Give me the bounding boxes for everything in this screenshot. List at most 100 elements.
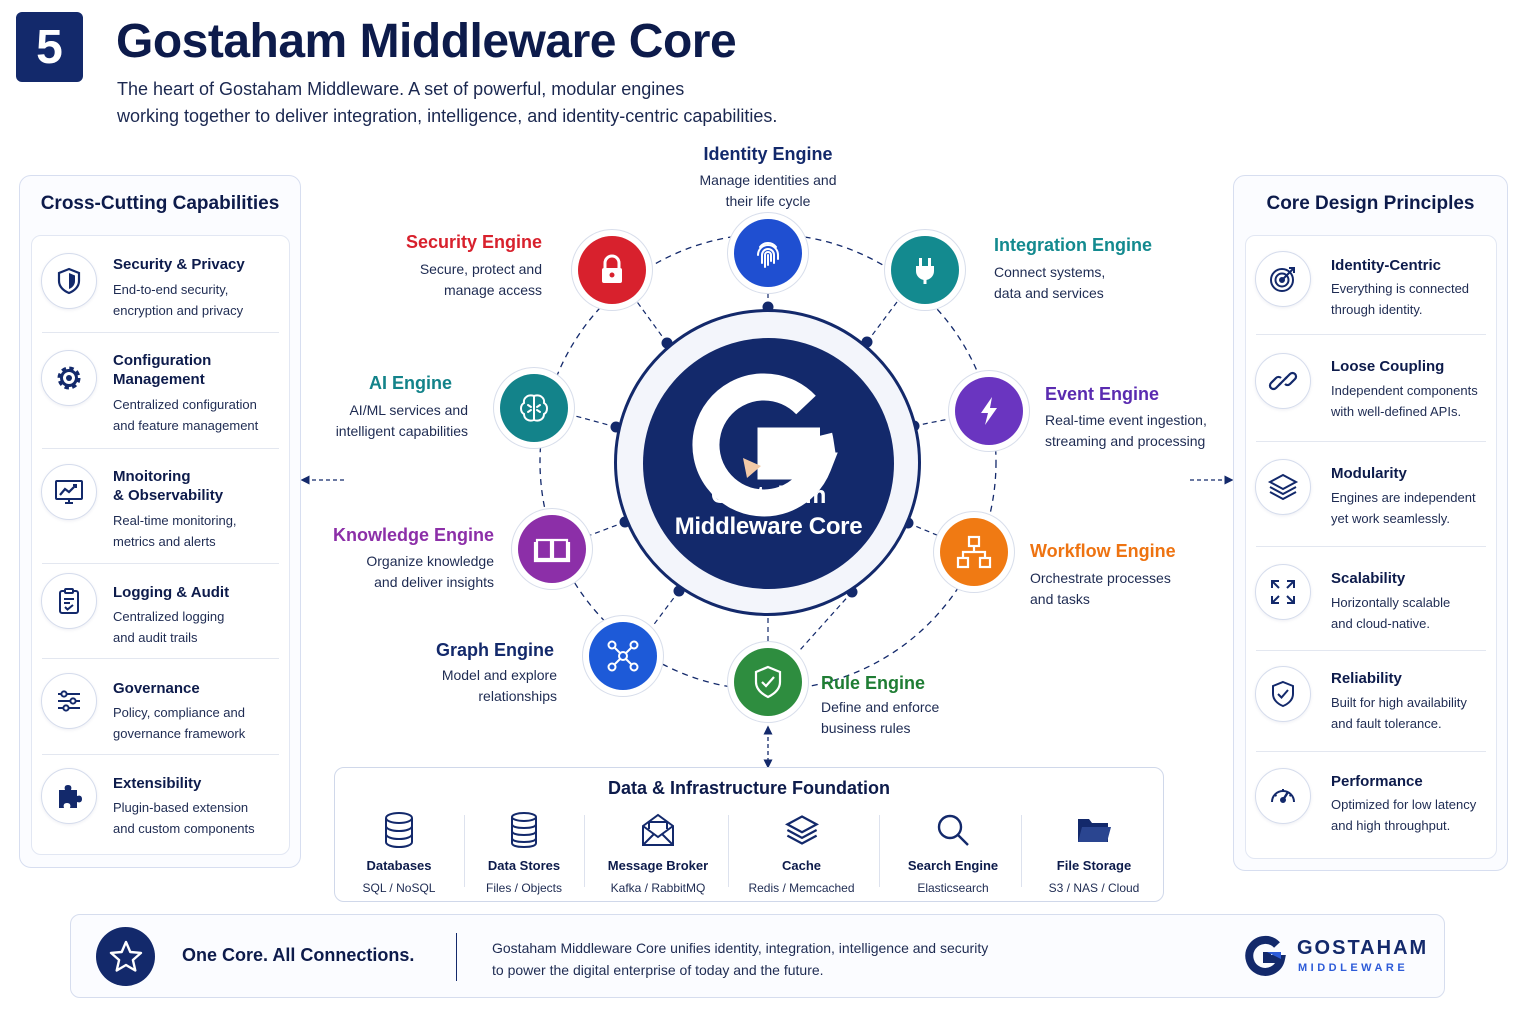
knowledge-engine-desc-2: and deliver insights [374,574,494,590]
design-principles-list: Identity-Centric Everything is connected… [1245,235,1497,859]
capability-title-extensibility: Extensibility [113,775,202,792]
foundation-item-datastores: Data Stores Files / Objects [474,808,574,895]
capability-icon-security [41,253,97,309]
knowledge-engine-desc: Organize knowledge and deliver insights [294,551,494,593]
principle-desc-performance-2: and high throughput. [1331,818,1451,833]
knowledge-engine-desc-1: Organize knowledge [366,553,494,569]
foundation-sub-search-engine: Elasticsearch [917,881,989,895]
event-engine-node[interactable] [955,377,1023,445]
foundation-name-search-engine: Search Engine [907,858,999,873]
foundation-sub-datastores: Files / Objects [485,881,563,895]
puzzle-icon [59,785,82,808]
foundation-sub-message-broker: Kafka / RabbitMQ [610,881,706,895]
footer-description-2: to power the digital enterprise of today… [492,962,824,978]
capability-icon-logging [41,573,97,629]
foundation-name-cache: Cache [781,858,822,873]
link-icon [1268,371,1298,391]
principle-desc-coupling-1: Independent components [1331,383,1478,398]
integration-engine-node[interactable] [891,236,959,304]
lightning-icon [981,397,997,425]
foundation-item-cache: Cache Redis / Memcached [739,808,864,895]
integration-engine-desc-1: Connect systems, [994,264,1106,280]
knowledge-engine-node[interactable] [518,515,586,583]
foundation-sub-databases: SQL / NoSQL [362,881,436,895]
principle-title-identity: Identity-Centric [1331,257,1442,274]
capability-desc-governance-1: Policy, compliance and [113,705,245,720]
foundation-title: Data & Infrastructure Foundation [607,778,890,798]
integration-engine-name: Integration Engine [994,235,1153,255]
ai-engine-name: AI Engine [368,373,452,393]
graph-engine-node[interactable] [589,622,657,690]
principle-desc-reliability-1: Built for high availability [1331,695,1467,710]
footer-tagline: One Core. All Connections. [182,945,415,965]
shield-check-icon [754,665,782,699]
subtitle-line-2: working together to deliver integration,… [117,106,778,126]
event-engine-desc-2: streaming and processing [1045,433,1206,449]
principle-title-modularity: Modularity [1331,465,1407,482]
brand-name: GOSTAHAM [1297,937,1429,959]
brand-subtitle: MIDDLEWARE [1298,962,1409,974]
capability-title-monitoring-1: Mnoitoring [113,468,191,485]
capability-desc-extensibility-2: and custom components [113,821,255,836]
folder-icon [1078,819,1111,842]
capability-desc-configuration-1: Centralized configuration [113,397,257,412]
target-icon [1270,267,1295,292]
principle-desc-coupling-2: with well-defined APIs. [1331,404,1462,419]
capability-title-configuration-2: Management [113,371,205,388]
principle-icon-scalability [1255,564,1311,620]
section-number-badge: 5 [16,12,83,82]
monitor-chart-icon [55,480,83,504]
shield-check-icon [1272,680,1294,708]
workflow-engine-node[interactable] [940,518,1008,586]
foundation-sub-cache: Redis / Memcached [748,881,855,895]
book-icon [533,538,571,563]
hub-label-line-1: Gostaham [711,482,826,509]
identity-engine-node[interactable] [734,219,802,287]
brain-icon [520,394,548,422]
principle-desc-performance-1: Optimized for low latency [1331,797,1477,812]
page-subtitle: The heart of Gostaham Middleware. A set … [117,76,837,130]
footer-divider [456,933,457,981]
principle-desc-coupling: Independent components with well-defined … [1331,380,1478,422]
lock-icon [602,254,622,283]
capability-desc-extensibility-1: Plugin-based extension [113,800,249,815]
foundation-item-file-storage: File Storage S3 / NAS / Cloud [1034,808,1154,895]
sliders-icon [58,690,80,712]
clipboard-check-icon [59,588,79,614]
workflow-engine-name: Workflow Engine [1030,541,1176,561]
fingerprint-icon [757,242,779,268]
principle-desc-identity-2: through identity. [1331,302,1423,317]
principle-icon-reliability [1255,666,1311,722]
gostaham-logo-icon [692,373,838,517]
principle-icon-performance [1255,768,1311,824]
graph-engine-desc-2: relationships [478,688,557,704]
cross-cutting-list: Security & Privacy End-to-end security,e… [31,235,290,855]
capability-desc-monitoring-1: Real-time monitoring, [113,513,237,528]
principle-title-scalability: Scalability [1331,570,1406,587]
cross-cutting-title: Cross-Cutting Capabilities [40,193,280,214]
security-engine-node[interactable] [578,236,646,304]
gauge-icon [1271,789,1295,803]
subtitle-line-1: The heart of Gostaham Middleware. A set … [117,79,685,99]
capability-desc-monitoring: Real-time monitoring,metrics and alerts [113,510,237,552]
rule-engine-name: Rule Engine [821,673,926,693]
footer-description: Gostaham Middleware Core unifies identit… [492,937,1092,981]
security-engine-name: Security Engine [405,232,542,252]
footer-description-1: Gostaham Middleware Core unifies identit… [492,940,989,956]
hub-label: Gostaham Middleware Core [643,480,894,542]
rule-engine-node[interactable] [734,648,802,716]
principle-desc-modularity-2: yet work seamlessly. [1331,511,1450,526]
principle-title-performance: Performance [1331,773,1423,790]
integration-engine-desc-2: data and services [994,285,1104,301]
ai-engine-node[interactable] [500,374,568,442]
capability-desc-security: End-to-end security,encryption and priva… [113,279,243,321]
